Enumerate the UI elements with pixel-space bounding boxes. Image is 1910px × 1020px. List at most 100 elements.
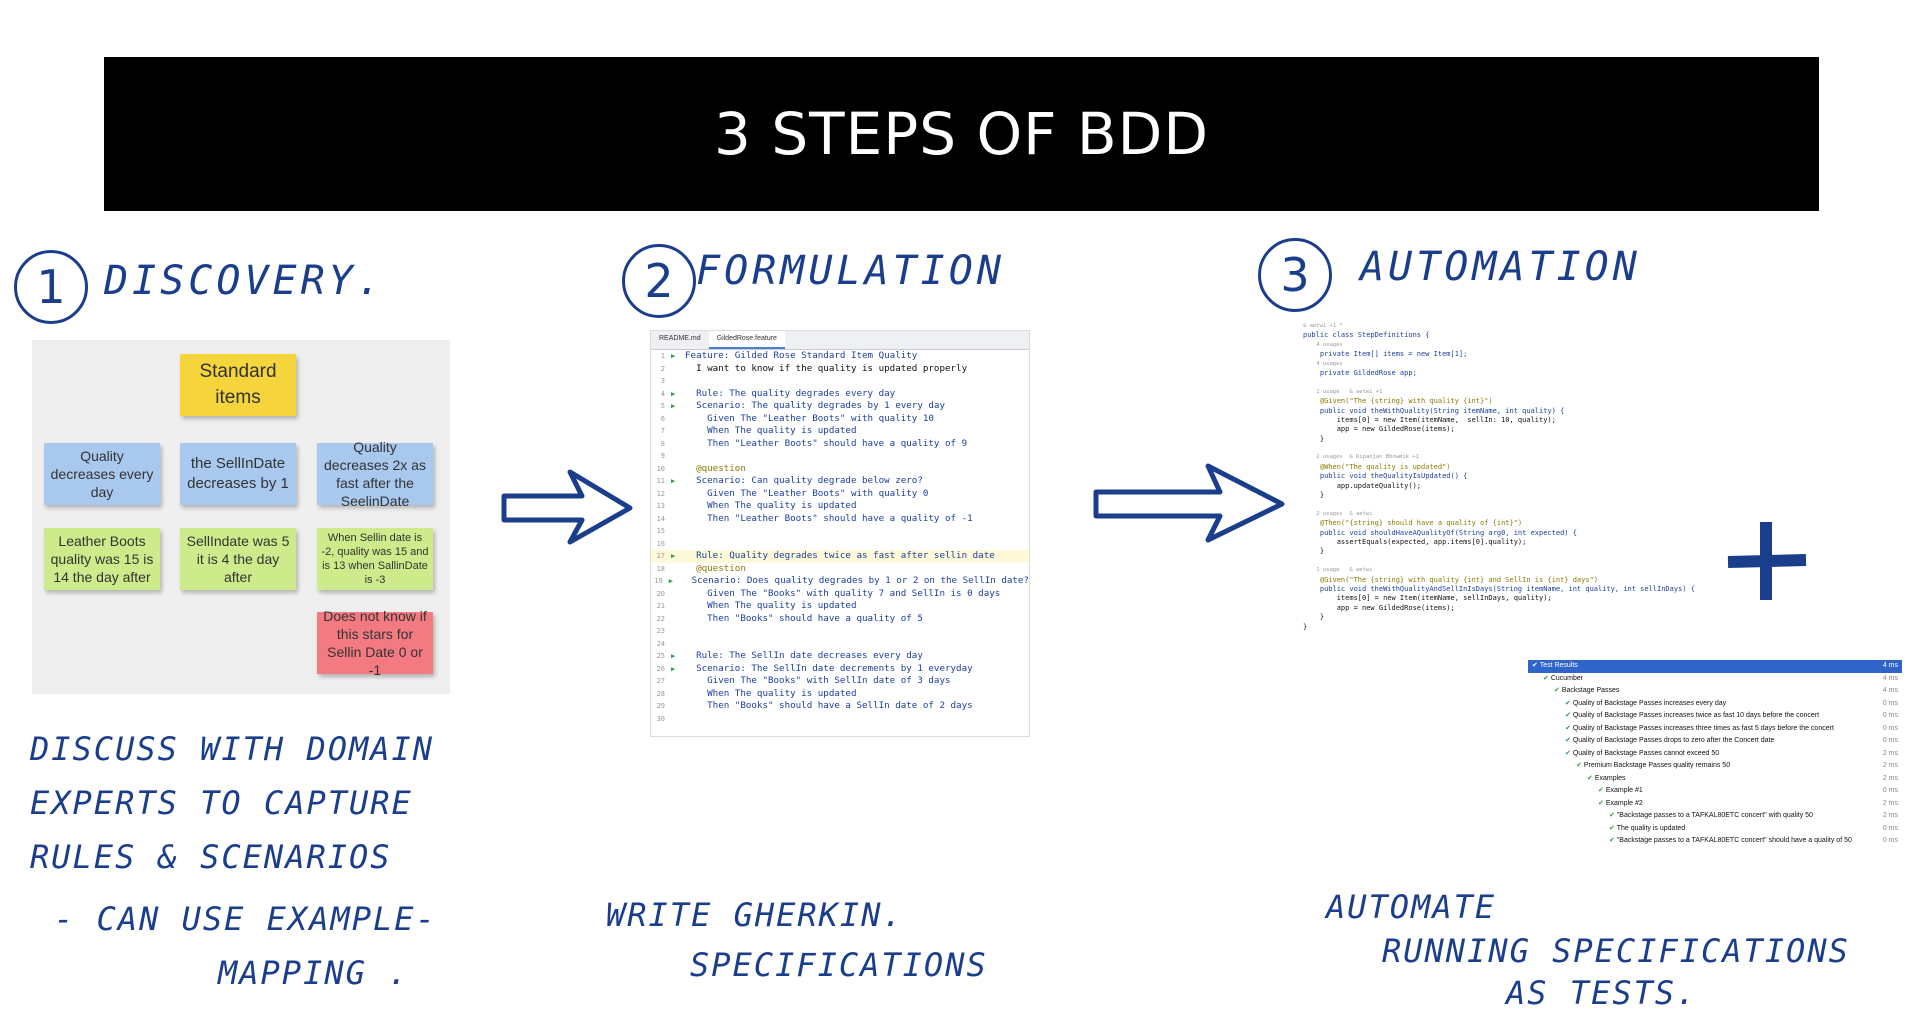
line-number: 25 xyxy=(656,652,665,660)
check-icon: ✔ xyxy=(1609,824,1617,832)
code-text: Given The "Books" with SellIn date of 3 … xyxy=(685,675,951,686)
run-gutter xyxy=(671,600,685,613)
sticky-note-rule: Quality decreases every day xyxy=(44,443,160,505)
line-number: 7 xyxy=(660,427,665,435)
test-duration: 0 ms xyxy=(1882,837,1898,844)
code-line: 2 usages & Dipanjan Bhowmik +1 xyxy=(1303,454,1419,461)
line-number: 16 xyxy=(656,539,665,548)
tab-feature-file[interactable]: GildedRose.feature xyxy=(708,331,785,349)
test-name: "Backstage passes to a TAFKAL80ETC conce… xyxy=(1616,812,1813,819)
test-result-row[interactable]: ✔ Quality of Backstage Passes increases … xyxy=(1528,723,1902,736)
formulation-description-line: WRITE GHERKIN. xyxy=(606,896,904,934)
test-duration: 2 ms xyxy=(1882,762,1898,769)
code-line: 15 xyxy=(651,525,1029,538)
run-gutter xyxy=(671,713,685,726)
test-result-row[interactable]: ✔ The quality is updated 0 ms xyxy=(1528,823,1902,836)
code-text: When The quality is updated xyxy=(685,500,857,511)
code-line: 2 I want to know if the quality is updat… xyxy=(651,363,1029,376)
code-line xyxy=(1303,500,1665,509)
run-gutter xyxy=(671,363,685,376)
run-gutter xyxy=(671,450,685,463)
code-line: 24 xyxy=(651,638,1029,651)
check-icon: ✔ xyxy=(1609,812,1617,819)
run-gutter xyxy=(671,675,685,688)
code-line: 4 usages xyxy=(1303,360,1343,367)
code-line: 4 usages xyxy=(1303,341,1343,348)
code-line: 8 Then "Leather Boots" should have a qua… xyxy=(651,438,1029,451)
test-name: Test Results xyxy=(1539,662,1578,669)
test-duration: 4 ms xyxy=(1882,662,1898,669)
test-duration: 4 ms xyxy=(1882,674,1898,682)
code-line: & aetwi +1 * xyxy=(1303,323,1343,329)
line-number: 29 xyxy=(656,702,665,710)
line-number: 18 xyxy=(656,564,665,573)
run-gutter xyxy=(671,638,685,651)
feature-file-editor: README.md GildedRose.feature 1▶Feature: … xyxy=(650,330,1030,737)
test-duration: 0 ms xyxy=(1882,699,1898,707)
test-result-row[interactable]: ✔ "Backstage passes to a TAFKAL80ETC con… xyxy=(1528,810,1902,823)
title-banner: 3 STEPS OF BDD xyxy=(104,57,1819,211)
line-number: 17 xyxy=(656,552,665,560)
code-line: 1 usage & aetwi xyxy=(1303,567,1373,574)
code-line: 27 Given The "Books" with SellIn date of… xyxy=(651,675,1029,688)
run-gutter xyxy=(671,525,685,538)
test-result-row[interactable]: ✔ Quality of Backstage Passes drops to z… xyxy=(1528,735,1902,748)
code-text: @question xyxy=(685,462,746,474)
code-line: private Item[] items = new Item[1]; xyxy=(1303,350,1468,359)
code-line: } xyxy=(1303,613,1325,622)
line-number: 6 xyxy=(660,414,665,423)
test-result-row[interactable]: ✔ Quality of Backstage Passes increases … xyxy=(1528,698,1902,711)
test-result-row[interactable]: ✔ "Backstage passes to a TAFKAL80ETC con… xyxy=(1528,835,1902,848)
line-number: 1 xyxy=(660,352,665,360)
line-number: 20 xyxy=(656,589,665,598)
code-line: 13 When The quality is updated xyxy=(651,500,1029,513)
code-line xyxy=(1303,557,1665,566)
sticky-note-rule: Quality decreases 2x as fast after the S… xyxy=(317,439,433,509)
step-title-discovery: DISCOVERY. xyxy=(104,258,385,304)
test-result-row[interactable]: ✔ Quality of Backstage Passes increases … xyxy=(1528,710,1902,723)
code-line: } xyxy=(1303,491,1325,500)
code-text: When The quality is updated xyxy=(685,425,857,436)
code-line xyxy=(1303,378,1665,387)
tab-readme[interactable]: README.md xyxy=(659,335,701,342)
test-name: Examples xyxy=(1594,774,1626,782)
check-icon: ✔ xyxy=(1565,737,1573,744)
line-number: 30 xyxy=(656,714,665,723)
check-icon: ✔ xyxy=(1554,687,1562,694)
test-duration: 0 ms xyxy=(1882,724,1898,732)
run-gutter xyxy=(671,375,685,388)
run-gutter: ▶ xyxy=(668,577,673,585)
code-line: public class StepDefinitions { xyxy=(1303,331,1430,340)
code-line: 16 xyxy=(651,538,1029,551)
test-duration: 0 ms xyxy=(1882,824,1898,832)
line-number: 14 xyxy=(656,514,665,523)
sticky-note-rule: the SellInDate decreases by 1 xyxy=(180,443,296,505)
run-gutter xyxy=(671,500,685,513)
code-line: 29 Then "Books" should have a SellIn dat… xyxy=(651,700,1029,713)
test-result-row[interactable]: ✔ Quality of Backstage Passes cannot exc… xyxy=(1528,748,1902,761)
test-name: The quality is updated xyxy=(1616,824,1686,832)
code-line: public void shouldHaveAQualityOf(String … xyxy=(1303,528,1577,537)
discovery-description-line: MAPPING . xyxy=(218,954,410,992)
line-number: 21 xyxy=(656,602,665,610)
formulation-description-line: SPECIFICATIONS xyxy=(690,946,988,984)
test-duration: 2 ms xyxy=(1882,812,1898,819)
check-icon: ✔ xyxy=(1565,712,1573,719)
discovery-description-line: RULES & SCENARIOS xyxy=(30,838,392,876)
test-name: Example #1 xyxy=(1605,787,1643,794)
code-line: 25▶ Rule: The SellIn date decreases ever… xyxy=(651,650,1029,663)
test-result-row[interactable]: ✔ Premium Backstage Passes quality remai… xyxy=(1528,760,1902,773)
code-line: public void theWithQualityAndSellInIsDay… xyxy=(1303,584,1695,593)
run-gutter: ▶ xyxy=(671,552,676,560)
code-line: private GildedRose app; xyxy=(1303,368,1417,377)
run-gutter xyxy=(671,513,685,526)
code-line: } xyxy=(1303,434,1325,443)
test-name: Quality of Backstage Passes cannot excee… xyxy=(1572,749,1720,757)
